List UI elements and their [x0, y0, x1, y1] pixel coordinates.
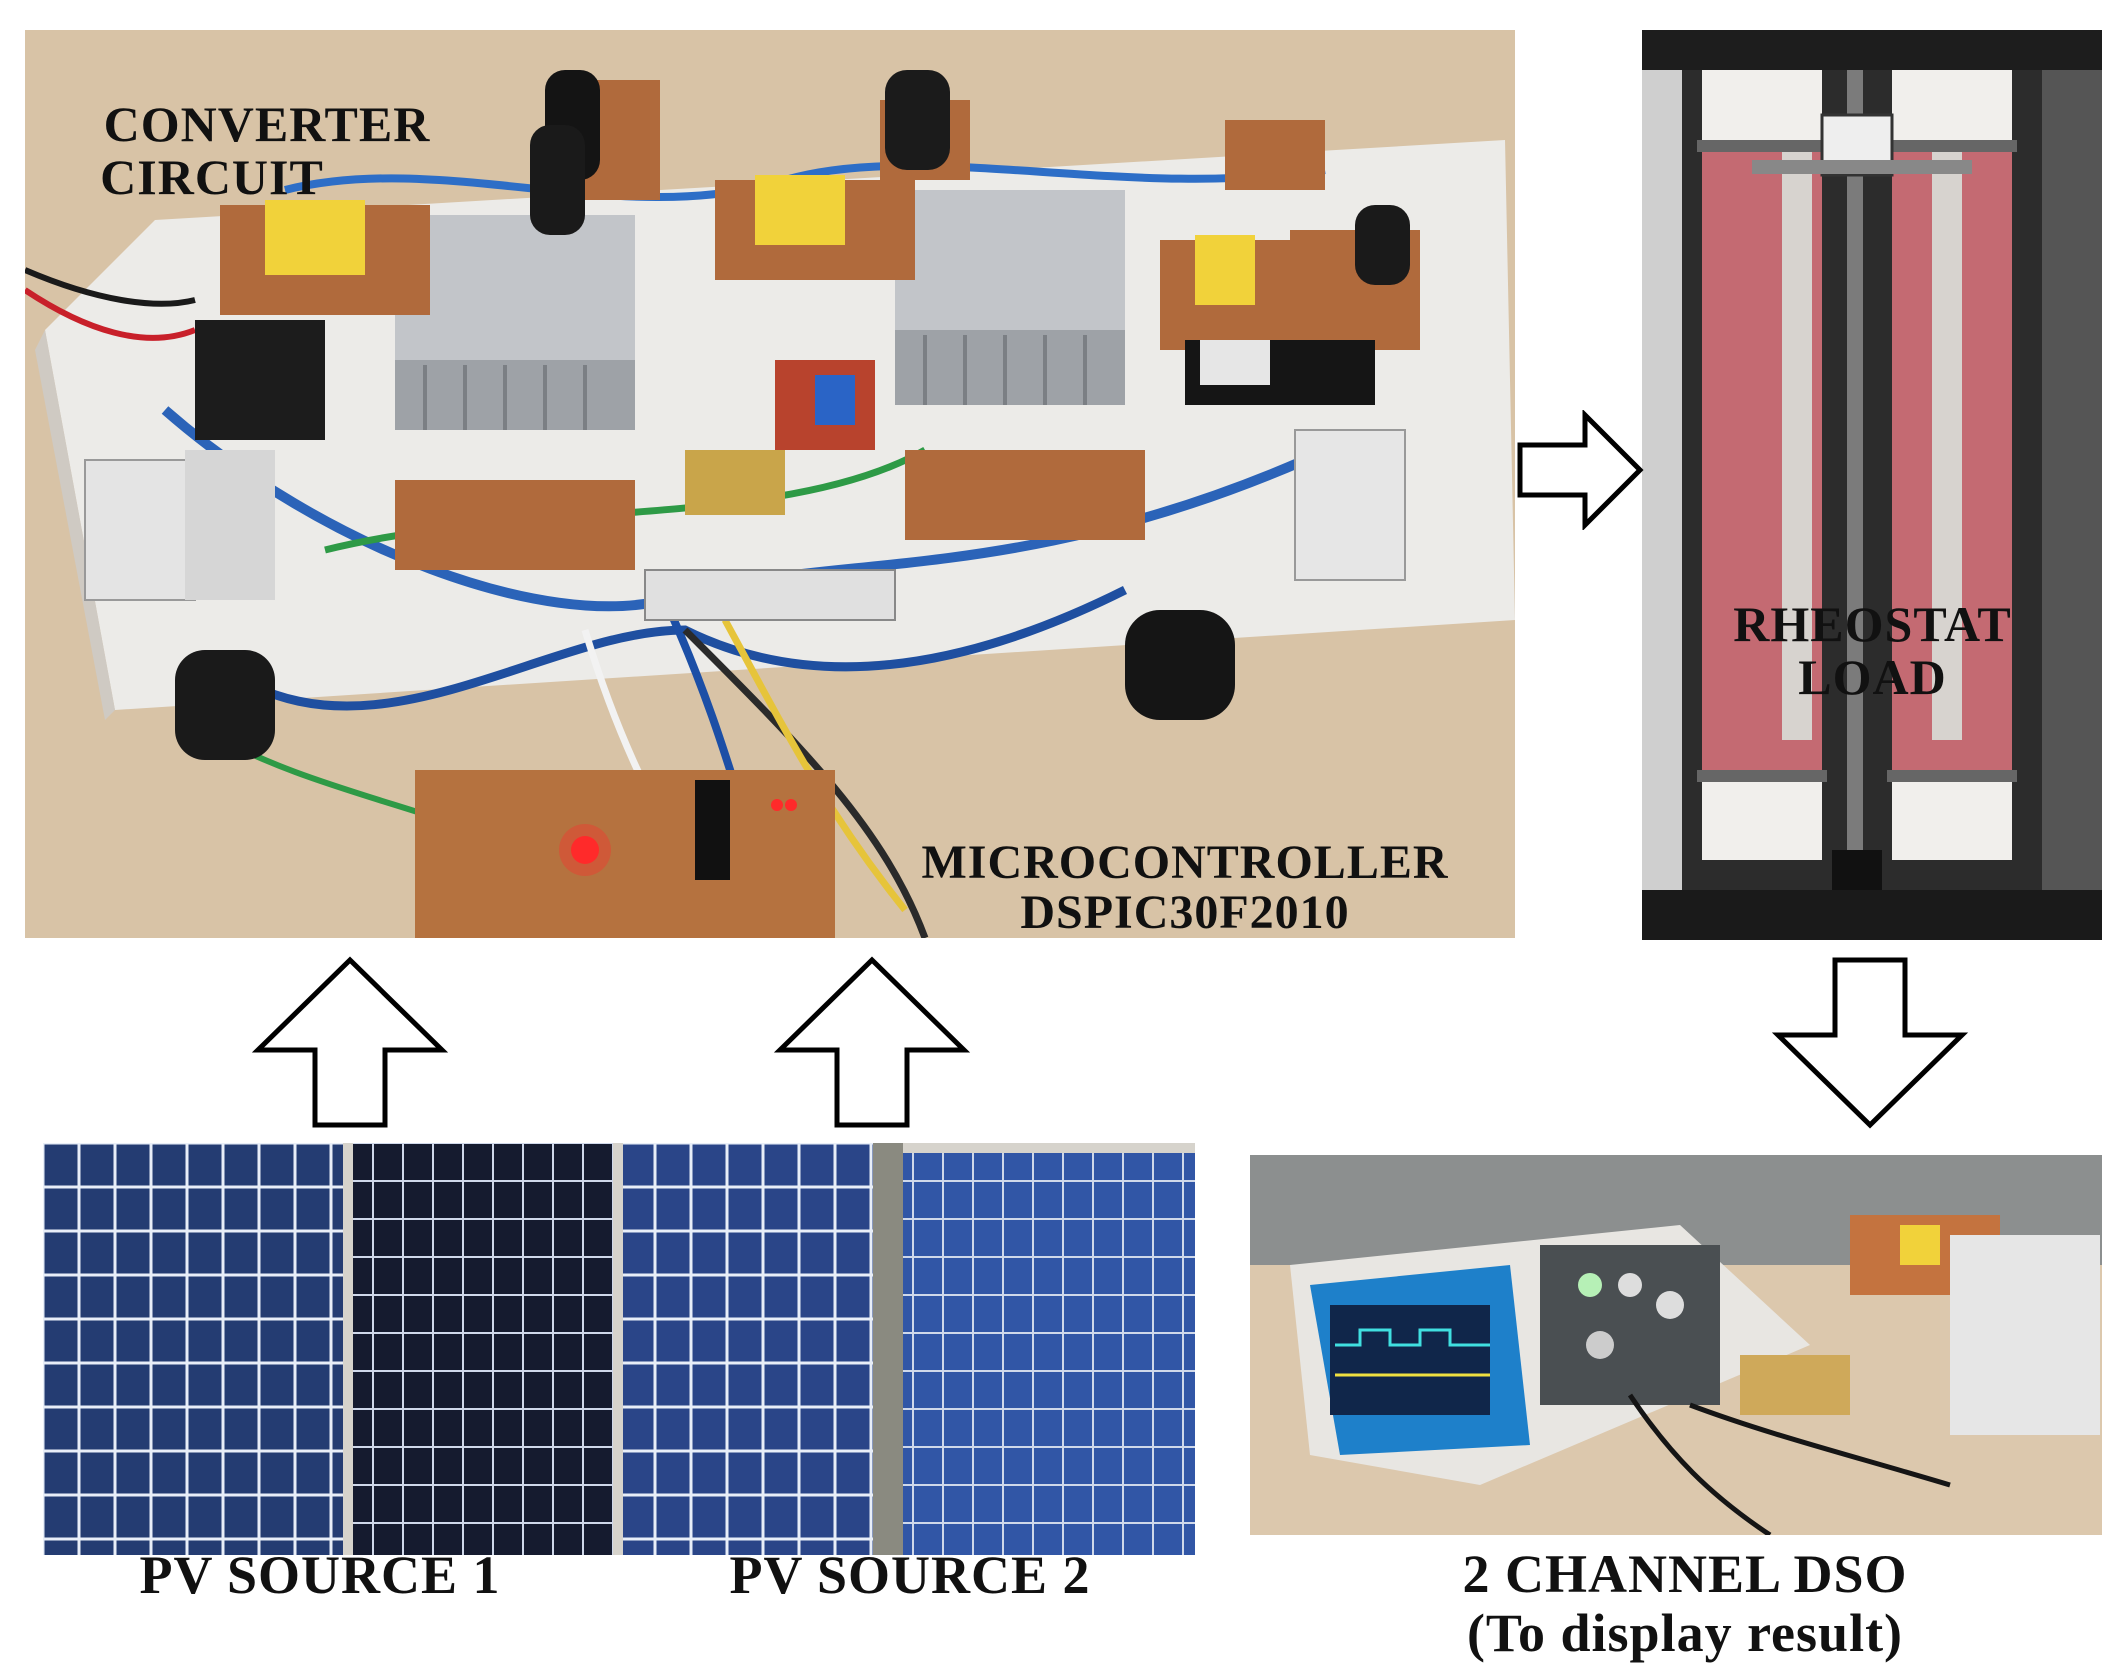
pv-panels-photo: [43, 1143, 1195, 1555]
hollow-arrow-up-icon: [251, 956, 449, 1128]
microcontroller-label: MICROCONTROLLER DSPIC30F2010: [800, 836, 1570, 940]
dso-oscilloscope-photo: [1250, 1155, 2102, 1535]
hollow-arrow-up-icon: [773, 956, 971, 1128]
hollow-arrow-down-icon: [1771, 957, 1969, 1129]
micro-label-line1: MICROCONTROLLER: [921, 836, 1449, 889]
converter-label-line1: CONVERTER: [103, 96, 431, 152]
dso-caption-line1: 2 CHANNEL DSO: [1462, 1544, 1908, 1604]
rheostat-label-line1: RHEOSTAT: [1733, 596, 2012, 652]
converter-label-line2: CIRCUIT: [100, 148, 324, 205]
pv-source-1-caption: PV SOURCE 1: [139, 1545, 501, 1605]
converter-circuit-photo: [25, 30, 1515, 938]
converter-circuit-label: CONVERTER CIRCUIT: [32, 98, 502, 203]
micro-label-line2: DSPIC30F2010: [1020, 886, 1350, 940]
rheostat-load-label: RHEOSTAT LOAD: [1650, 598, 2095, 703]
hollow-arrow-right-icon: [1517, 410, 1644, 530]
rheostat-load-photo: [1642, 30, 2102, 940]
dso-caption: 2 CHANNEL DSO (To display result): [1300, 1544, 2070, 1664]
rheostat-label-line2: LOAD: [1798, 648, 1947, 705]
dso-caption-line2: (To display result): [1466, 1603, 1904, 1664]
pv-source-2-caption: PV SOURCE 2: [729, 1545, 1091, 1605]
